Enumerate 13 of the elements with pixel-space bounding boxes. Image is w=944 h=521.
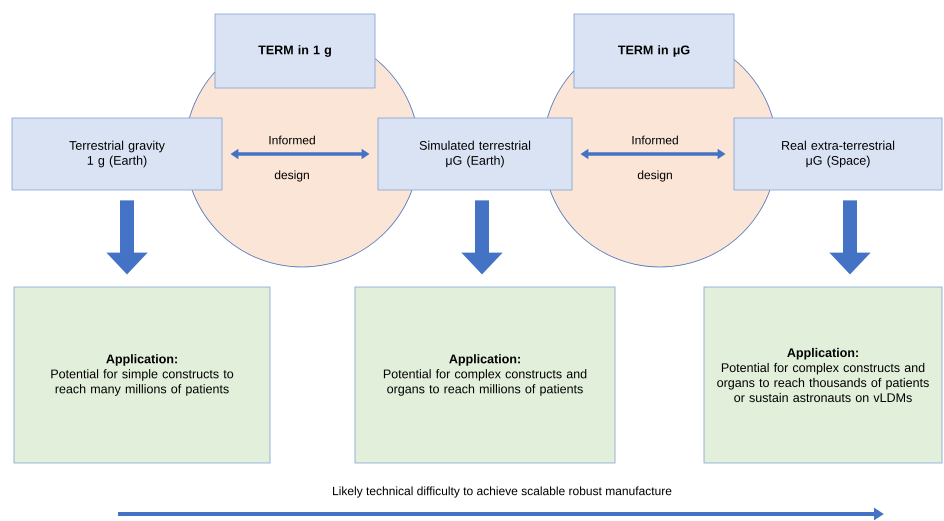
arrow-label: Informed bbox=[269, 136, 315, 144]
heading-box: TERM in 1 g bbox=[214, 14, 376, 88]
arrow-label: design bbox=[638, 170, 672, 182]
application-box: Application: Potential for simple constructs to reach many millions of patients bbox=[14, 286, 270, 464]
environment-box: Terrestrial gravity 1 g (Earth) bbox=[12, 118, 222, 190]
application-box: Application: Potential for complex constructs and organs to reach thousands of patients or sustain astronauts on vLDMs bbox=[704, 286, 942, 464]
arrow-label: design bbox=[274, 170, 309, 182]
arrow-label: Informed bbox=[632, 136, 678, 144]
application-box: Application: Potential for complex constructs and organs to reach millions of patients bbox=[354, 286, 616, 464]
heading-box: TERM in μG bbox=[574, 14, 734, 88]
caption-text: Likely technical difficulty to achieve scalable robust manufacture bbox=[333, 486, 672, 498]
environment-box: Simulated terrestrial μG (Earth) bbox=[378, 118, 572, 190]
environment-box: Real extra-terrestrial μG (Space) bbox=[734, 118, 942, 190]
